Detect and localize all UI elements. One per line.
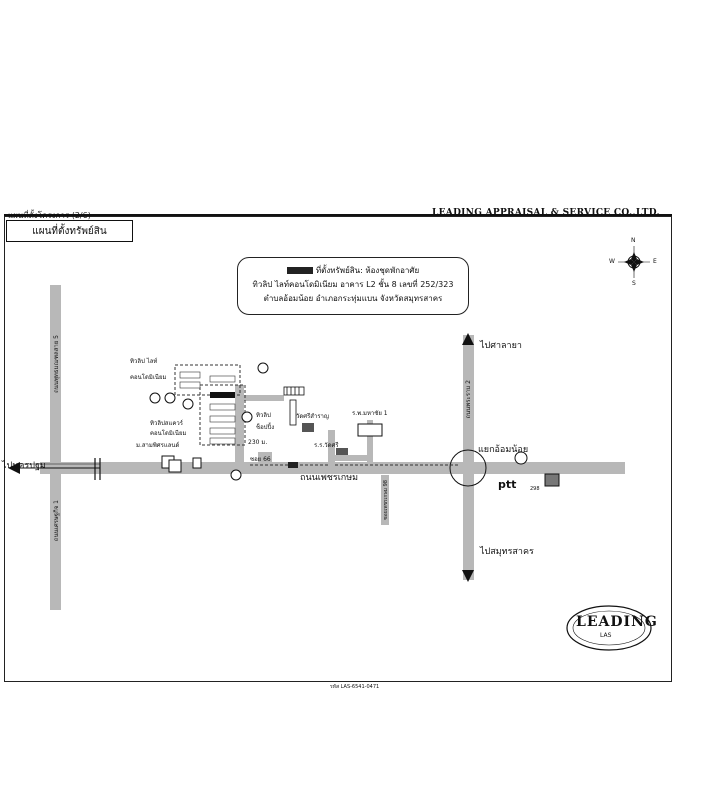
road-left-vertical: [50, 285, 61, 610]
marker-a1: [257, 362, 269, 374]
label-temple: วัดศรีสำราญ: [296, 413, 330, 420]
subject-building: [210, 392, 235, 398]
road-inner-3: [328, 430, 335, 465]
hatched-building: [283, 386, 305, 426]
junction-marker: [514, 451, 528, 465]
road-label-right: ถนนพระราม 2: [465, 380, 472, 419]
map-title: แผนที่ตั้งทรัพย์สิน: [6, 220, 133, 242]
road-label-main: ถนนเพชรเกษม: [300, 473, 359, 483]
arrow-south: [462, 570, 474, 582]
road-label-left-bottom: ถนนเศรษฐกิจ 1: [53, 500, 60, 542]
label-tulip-light-condo: คอนโดมิเนียม: [130, 374, 167, 381]
school-icon: [336, 448, 348, 455]
marker-a2: [149, 392, 161, 404]
compass-s: S: [632, 280, 636, 287]
logo-text-bottom: LAS: [600, 632, 612, 639]
compass-e: E: [653, 258, 657, 265]
marker-a4: [182, 398, 194, 410]
label-ptt-number: 298: [530, 486, 540, 492]
marker-a3: [164, 392, 176, 404]
legend-line-1: ที่ตั้งทรัพย์สิน: ห้องชุดพักอาศัย: [315, 266, 420, 275]
legend-box: ที่ตั้งทรัพย์สิน: ห้องชุดพักอาศัย ทิวลิป…: [237, 257, 469, 315]
label-to-sala-ya: ไปศาลายา: [480, 341, 522, 351]
junction-circle: [449, 449, 487, 487]
road-inner-4: [328, 455, 373, 461]
label-school: ร.ร.วัดศรี: [314, 442, 339, 449]
temple-icon: [302, 423, 314, 432]
compass-w: W: [609, 258, 615, 265]
marker-a6: [230, 469, 242, 481]
label-om-noi-junction: แยกอ้อมน้อย: [478, 445, 529, 455]
label-to-nakhon-pathom: ไปนครปฐม: [2, 461, 46, 471]
road-label-soi-98: ซอยเพชรเกษม 98: [383, 480, 389, 520]
label-soi: ซอย 66: [250, 456, 271, 463]
label-ptt: ptt: [498, 478, 517, 491]
label-hospital: ร.พ.มหาชัย 1: [352, 410, 388, 417]
footer-code: รหัส LAS-6541-0471: [330, 684, 380, 690]
label-to-samut-sakhon: ไปสมุทรสาคร: [480, 547, 534, 557]
road-right-vertical: [463, 335, 474, 580]
label-tulip-square-condo: คอนโดมิเนียม: [150, 430, 187, 437]
road-inner-1: [235, 385, 244, 465]
marker-a5: [241, 411, 253, 423]
label-distance: 230 ม.: [248, 439, 268, 446]
company-name: LEADING APPRAISAL & SERVICE CO.,LTD.: [432, 208, 660, 218]
road-inner-5: [367, 420, 373, 462]
page-label: แผนที่ตั้งโครงการ (2/6): [8, 211, 91, 220]
label-tulip-square: ทิวลิปสแควร์: [150, 420, 183, 427]
legend-line-2: ทิวลิป ไลท์คอนโดมิเนียม อาคาร L2 ชั้น 8 …: [252, 280, 454, 289]
compass-icon: [618, 246, 650, 278]
hospital-icon: [357, 423, 383, 437]
logo-text-top: LEADING: [576, 614, 658, 630]
project-outline-1: [174, 364, 241, 396]
legend-line-3: ตำบลอ้อมน้อย อำเภอกระทุ่มแบน จังหวัดสมุท…: [263, 294, 443, 303]
arrow-north: [462, 333, 474, 345]
legend-swatch: [286, 267, 313, 274]
label-village: ม.สามพิศรแลนด์: [136, 442, 180, 449]
leading-logo: [566, 605, 652, 651]
road-label-left-top: ถนนพุทธมณฑลสาย 5: [53, 335, 60, 393]
label-tulip-shop: ทิวลิป: [256, 412, 271, 419]
ptt-station-icon: [544, 473, 560, 487]
label-shopping: ช็อปปิ้ง: [256, 424, 275, 431]
road-main: [40, 462, 625, 474]
road-inner-2: [244, 395, 284, 401]
arrow-west: [8, 462, 20, 474]
gate-icon: [192, 457, 202, 469]
road-soi-98: [381, 475, 389, 525]
map-frame: [4, 216, 672, 682]
label-tulip-light: ทิวลิป ไลท์: [130, 358, 158, 365]
compass-n: N: [631, 237, 636, 244]
road-inner-6: [258, 452, 272, 464]
header-rule: [4, 214, 672, 216]
